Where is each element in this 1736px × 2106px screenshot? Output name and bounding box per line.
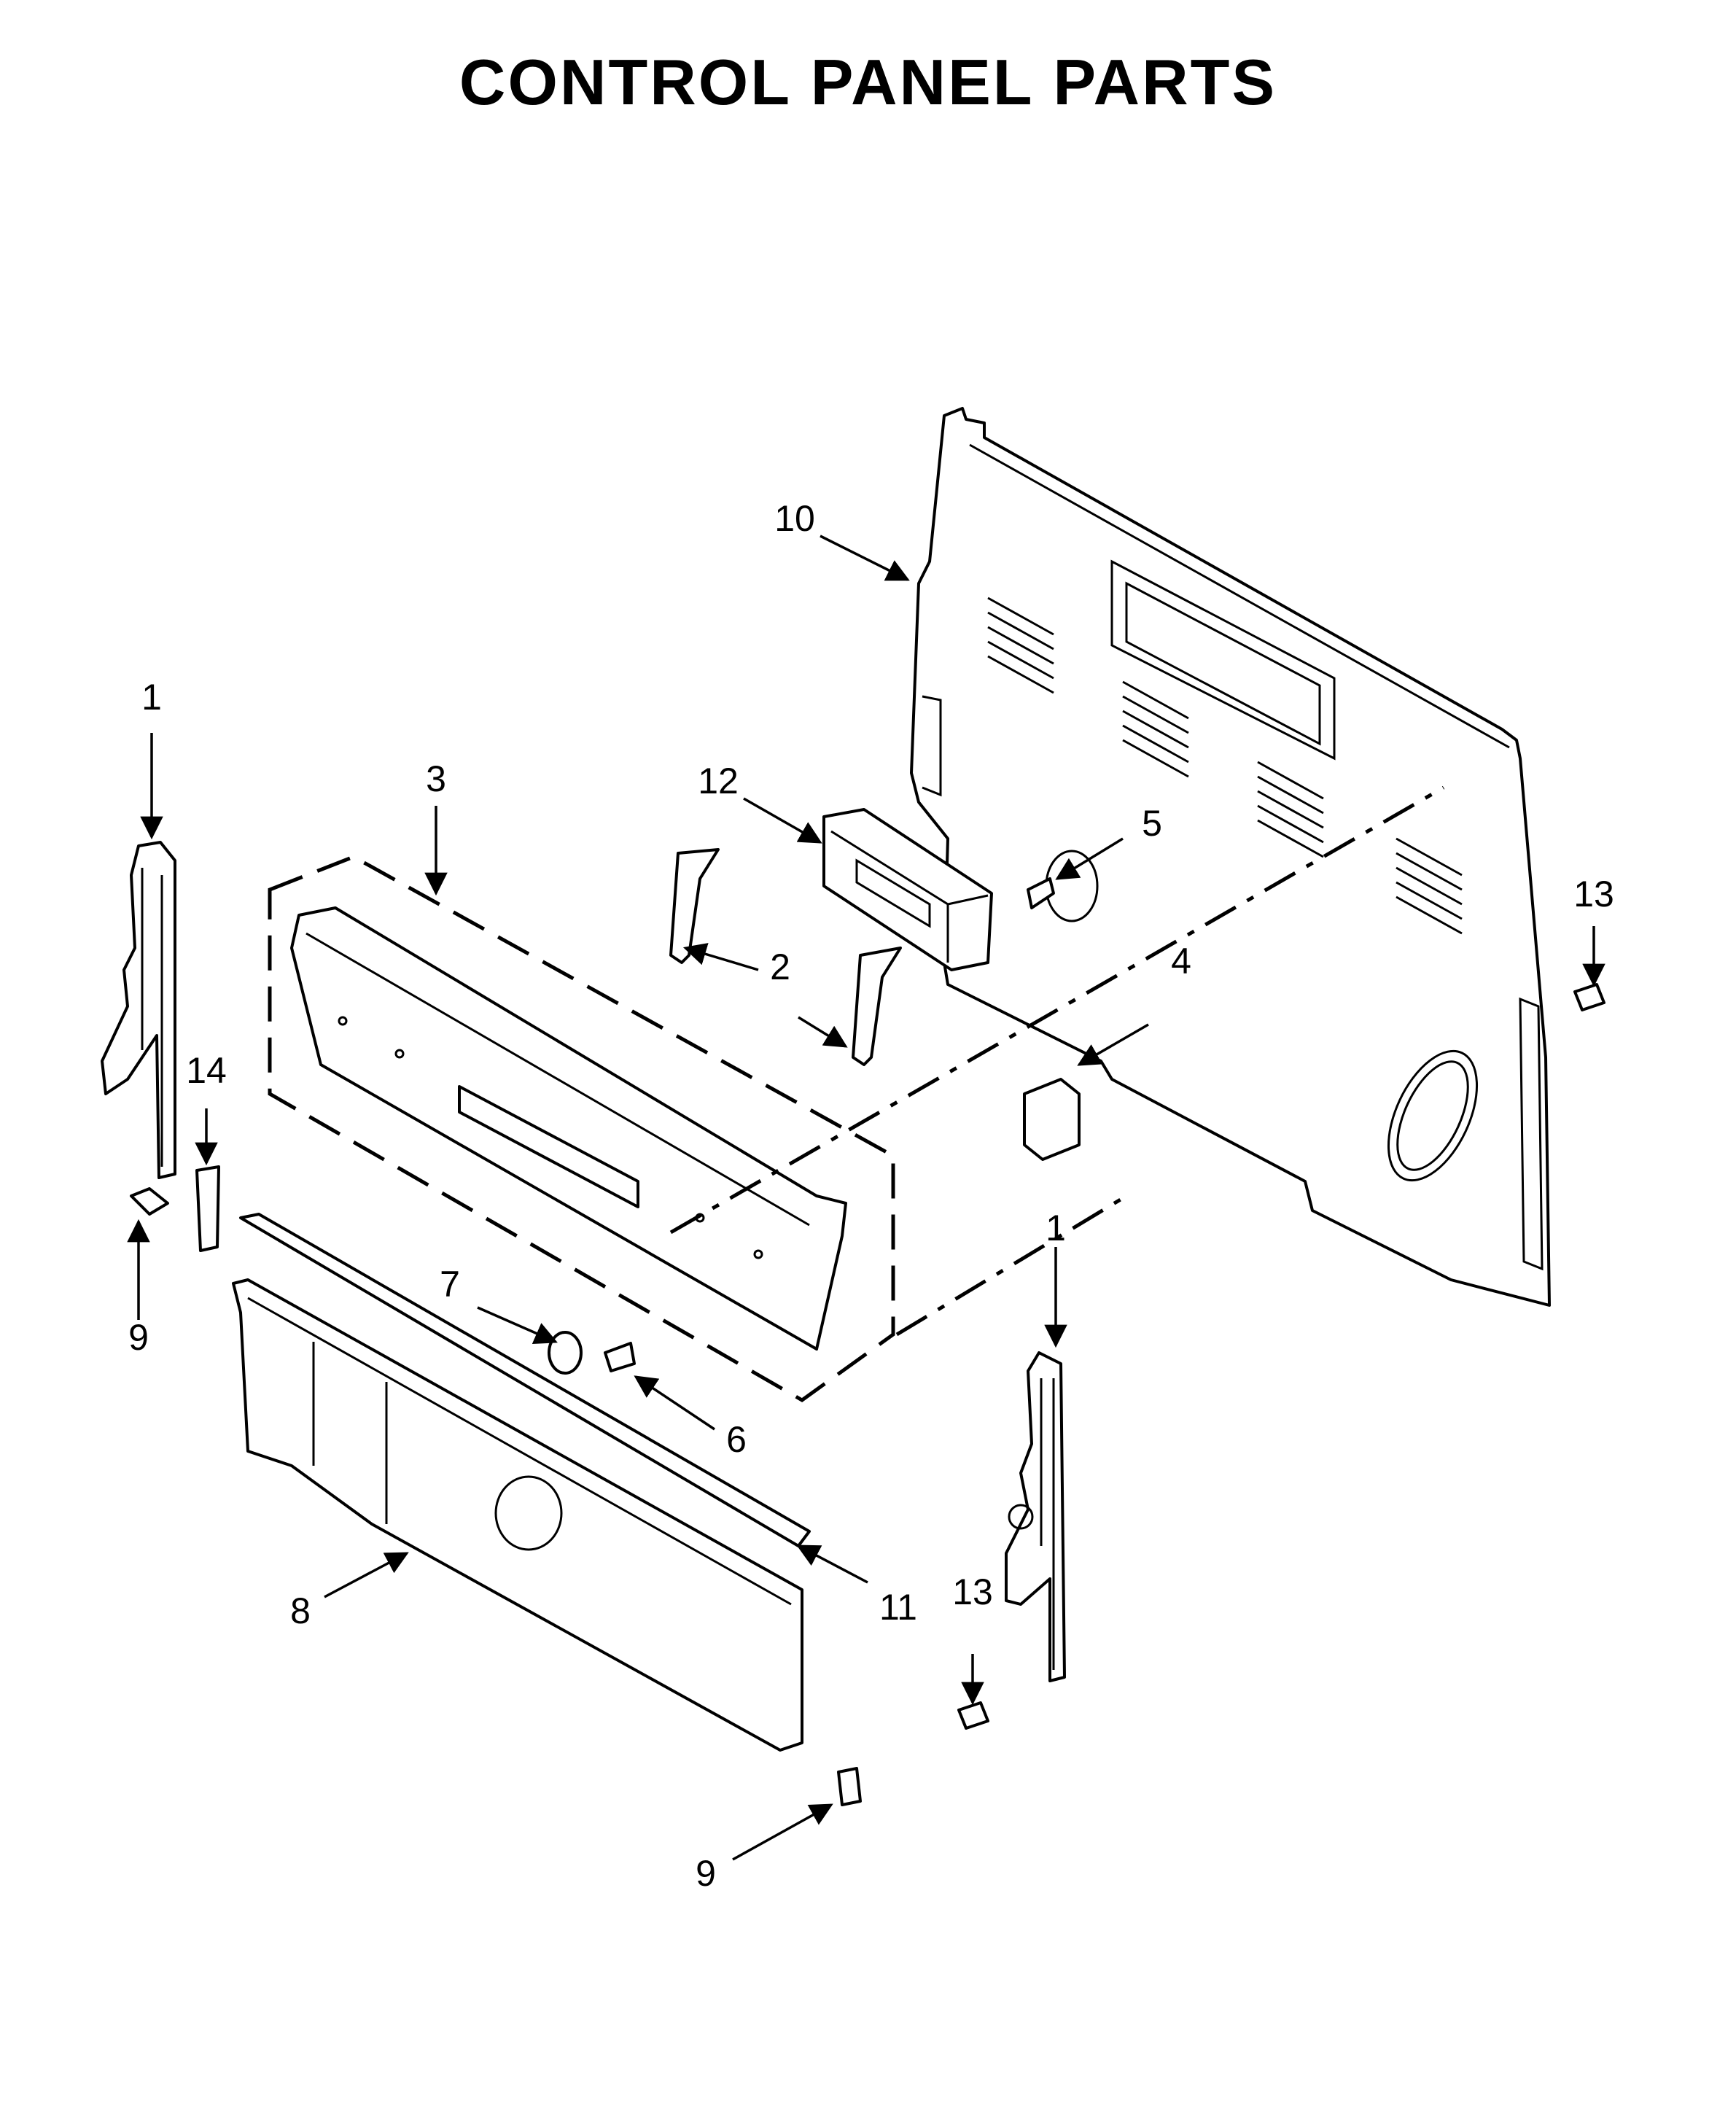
- screw-6: [604, 1342, 636, 1372]
- callout-3: 3: [426, 758, 446, 799]
- diagram-title: CONTROL PANEL PARTS: [459, 46, 1277, 118]
- callout-14: 14: [186, 1050, 227, 1091]
- callout-10: 10: [774, 498, 815, 539]
- callout-1-left: 1: [141, 677, 162, 718]
- callout-7: 7: [440, 1264, 460, 1305]
- control-panel-front: [268, 855, 895, 1402]
- callout-11: 11: [879, 1587, 917, 1628]
- lower-trim-panel: [232, 1278, 803, 1752]
- trim-strip: [239, 1213, 811, 1547]
- callout-13-right: 13: [1573, 874, 1614, 914]
- electronic-control-board: [822, 808, 993, 971]
- knob-7: [548, 1331, 583, 1375]
- callout-5: 5: [1142, 803, 1162, 844]
- right-end-cap: [1005, 1351, 1066, 1682]
- ring-part: [1027, 850, 1099, 922]
- callout-9-left: 9: [128, 1317, 149, 1358]
- screw-left-9: [130, 1187, 169, 1216]
- clip-14: [195, 1165, 220, 1252]
- callout-2: 2: [770, 947, 790, 987]
- screw-13-upper: [1573, 983, 1605, 1011]
- bracket-lower: [852, 947, 902, 1066]
- callout-6: 6: [726, 1419, 747, 1460]
- callout-12: 12: [698, 761, 739, 801]
- rear-panel-shield: [910, 407, 1551, 1307]
- terminal-block: [1023, 1078, 1081, 1161]
- alignment-line-a: [669, 785, 1445, 1235]
- bracket-upper: [669, 848, 720, 964]
- callout-13-lower: 13: [952, 1571, 993, 1612]
- callout-9-bottom: 9: [696, 1853, 716, 1894]
- leader-lines: [127, 535, 1605, 1861]
- vent-slots: [987, 597, 1463, 935]
- screw-bottom-9: [837, 1767, 862, 1806]
- callout-1-right: 1: [1046, 1208, 1066, 1248]
- screw-13-lower: [957, 1701, 989, 1730]
- callout-8: 8: [290, 1590, 311, 1631]
- callout-4: 4: [1171, 941, 1191, 982]
- alignment-line-b: [895, 1194, 1128, 1337]
- left-end-cap: [101, 841, 176, 1179]
- callout-labels: 10 1 3 12 5 13 2 4 14 9 1 7 6 8 11 13 9: [128, 498, 1614, 1894]
